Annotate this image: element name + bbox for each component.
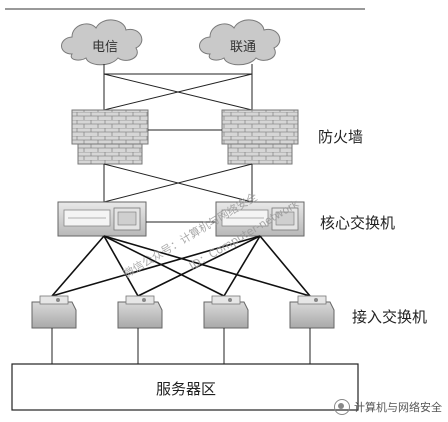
cloud-right-label: 联通 bbox=[230, 40, 257, 55]
cloud-left-label: 电信 bbox=[92, 40, 119, 55]
cloud-left-icon bbox=[61, 19, 143, 66]
access-switch-1-icon bbox=[31, 295, 77, 329]
access-switch-4-icon bbox=[289, 295, 335, 329]
wechat-icon bbox=[334, 399, 350, 415]
core-switch-left-icon bbox=[57, 201, 147, 237]
access-server-links bbox=[51, 328, 311, 364]
cloud-firewall-links bbox=[103, 64, 253, 111]
access-switch-2-icon bbox=[117, 295, 163, 329]
firewall-right-icon bbox=[221, 109, 299, 165]
core-switch-right-icon bbox=[215, 201, 305, 237]
access-switch-label: 接入交换机 bbox=[352, 308, 428, 326]
firewall-label: 防火墙 bbox=[318, 128, 364, 146]
server-zone-box bbox=[11, 363, 359, 411]
brand-badge: 计算机与网络安全 bbox=[334, 399, 442, 415]
cloud-right-icon bbox=[199, 19, 281, 66]
access-switch-3-icon bbox=[203, 295, 249, 329]
firewall-left-icon bbox=[71, 109, 149, 165]
server-zone-label: 服务器区 bbox=[156, 380, 217, 398]
firewall-core-links bbox=[103, 163, 253, 203]
brand-label: 计算机与网络安全 bbox=[354, 401, 442, 414]
core-access-links bbox=[51, 235, 311, 297]
core-switch-label: 核心交换机 bbox=[320, 214, 396, 232]
